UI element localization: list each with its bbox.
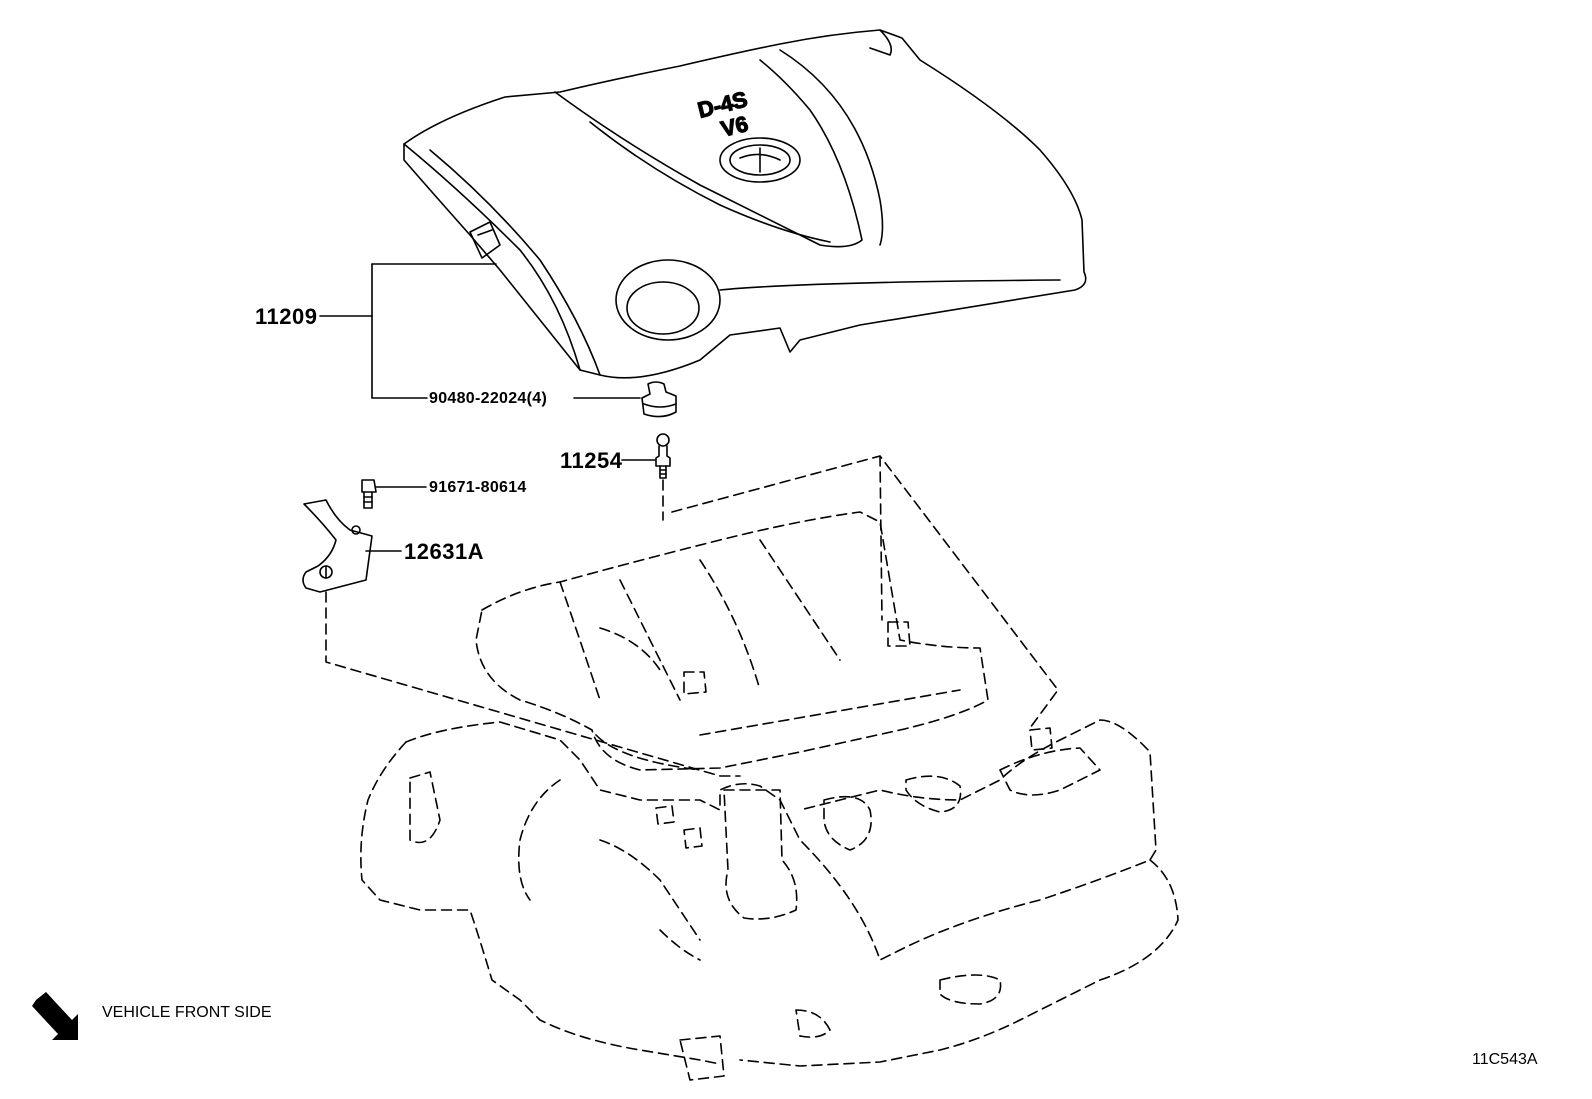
front-direction-arrow-icon xyxy=(32,992,78,1040)
orientation-label: VEHICLE FRONT SIDE xyxy=(102,1004,272,1021)
engine-block xyxy=(360,511,1179,1081)
part-number-cover[interactable]: 11209 xyxy=(255,304,318,329)
assembly-dashed-lines xyxy=(325,455,1059,777)
bolt[interactable] xyxy=(361,479,377,509)
part-number-bracket[interactable]: 12631A xyxy=(404,539,485,564)
part-number-bolt[interactable]: 91671-80614 xyxy=(429,479,527,496)
grommet[interactable] xyxy=(641,381,677,418)
part-number-grommet[interactable]: 90480-22024(4) xyxy=(429,390,548,407)
leader-lines xyxy=(319,263,656,552)
stud-bolt[interactable] xyxy=(655,433,671,479)
engine-cover[interactable] xyxy=(403,29,1087,379)
cover-emblem-line2: V6 xyxy=(718,111,750,142)
part-number-stud[interactable]: 11254 xyxy=(560,448,623,473)
diagram-id: 11C543A xyxy=(1472,1051,1538,1068)
bracket[interactable] xyxy=(302,499,373,593)
